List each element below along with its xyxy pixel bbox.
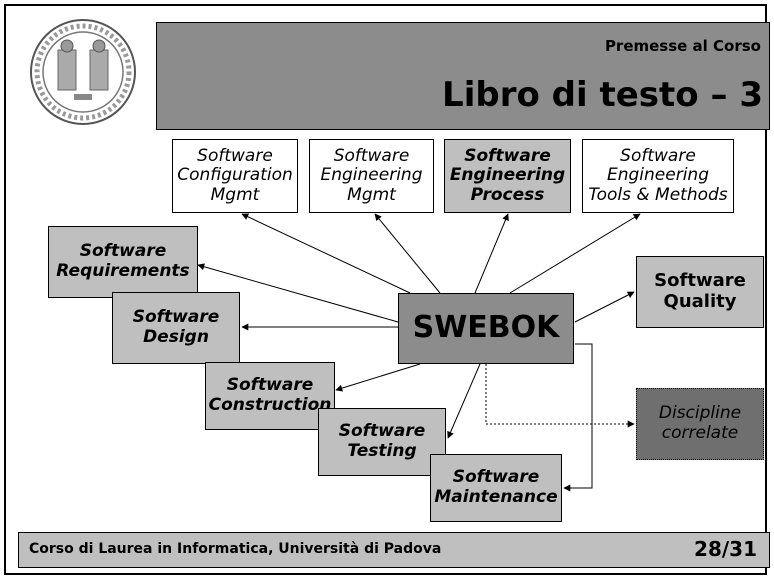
arrow-to-testing <box>447 363 481 439</box>
node-swebok: SWEBOK <box>398 293 574 364</box>
arrow-to-construction <box>335 363 421 392</box>
arrow-to-quality <box>574 291 635 323</box>
footer-course: Corso di Laurea in Informatica, Universi… <box>29 541 442 557</box>
node-requirements: Software Requirements <box>48 226 198 298</box>
node-quality: Software Quality <box>636 256 764 328</box>
slide-title: Libro di testo – 3 <box>442 75 763 115</box>
node-discipline: Discipline correlate <box>636 388 764 460</box>
node-construction: Software Construction <box>205 362 335 430</box>
node-eng-mgmt: Software Engineering Mgmt <box>309 139 434 213</box>
node-testing: Software Testing <box>318 408 446 476</box>
header-bar: Premesse al Corso Libro di testo – 3 <box>156 22 770 130</box>
arrow-to-tools-methods <box>509 213 641 294</box>
node-design: Software Design <box>112 292 240 364</box>
arrow-to-requirements <box>197 263 399 323</box>
logo <box>18 16 148 128</box>
course-title: Premesse al Corso <box>604 37 761 55</box>
university-seal-icon <box>30 19 136 125</box>
footer-bar: Corso di Laurea in Informatica, Universi… <box>18 532 770 568</box>
arrow-to-eng-mgmt <box>374 213 441 294</box>
arrow-to-discipline <box>485 364 635 428</box>
node-config-mgmt: Software Configuration Mgmt <box>172 139 298 213</box>
arrow-to-maintenance <box>563 343 593 492</box>
node-maintenance: Software Maintenance <box>430 454 562 522</box>
arrow-to-config-mgmt <box>241 213 411 294</box>
node-eng-process: Software Engineering Process <box>444 139 571 213</box>
arrow-to-eng-process <box>474 213 509 294</box>
node-tools-methods: Software Engineering Tools & Methods <box>582 139 734 213</box>
page-number: 28/31 <box>694 537 757 561</box>
